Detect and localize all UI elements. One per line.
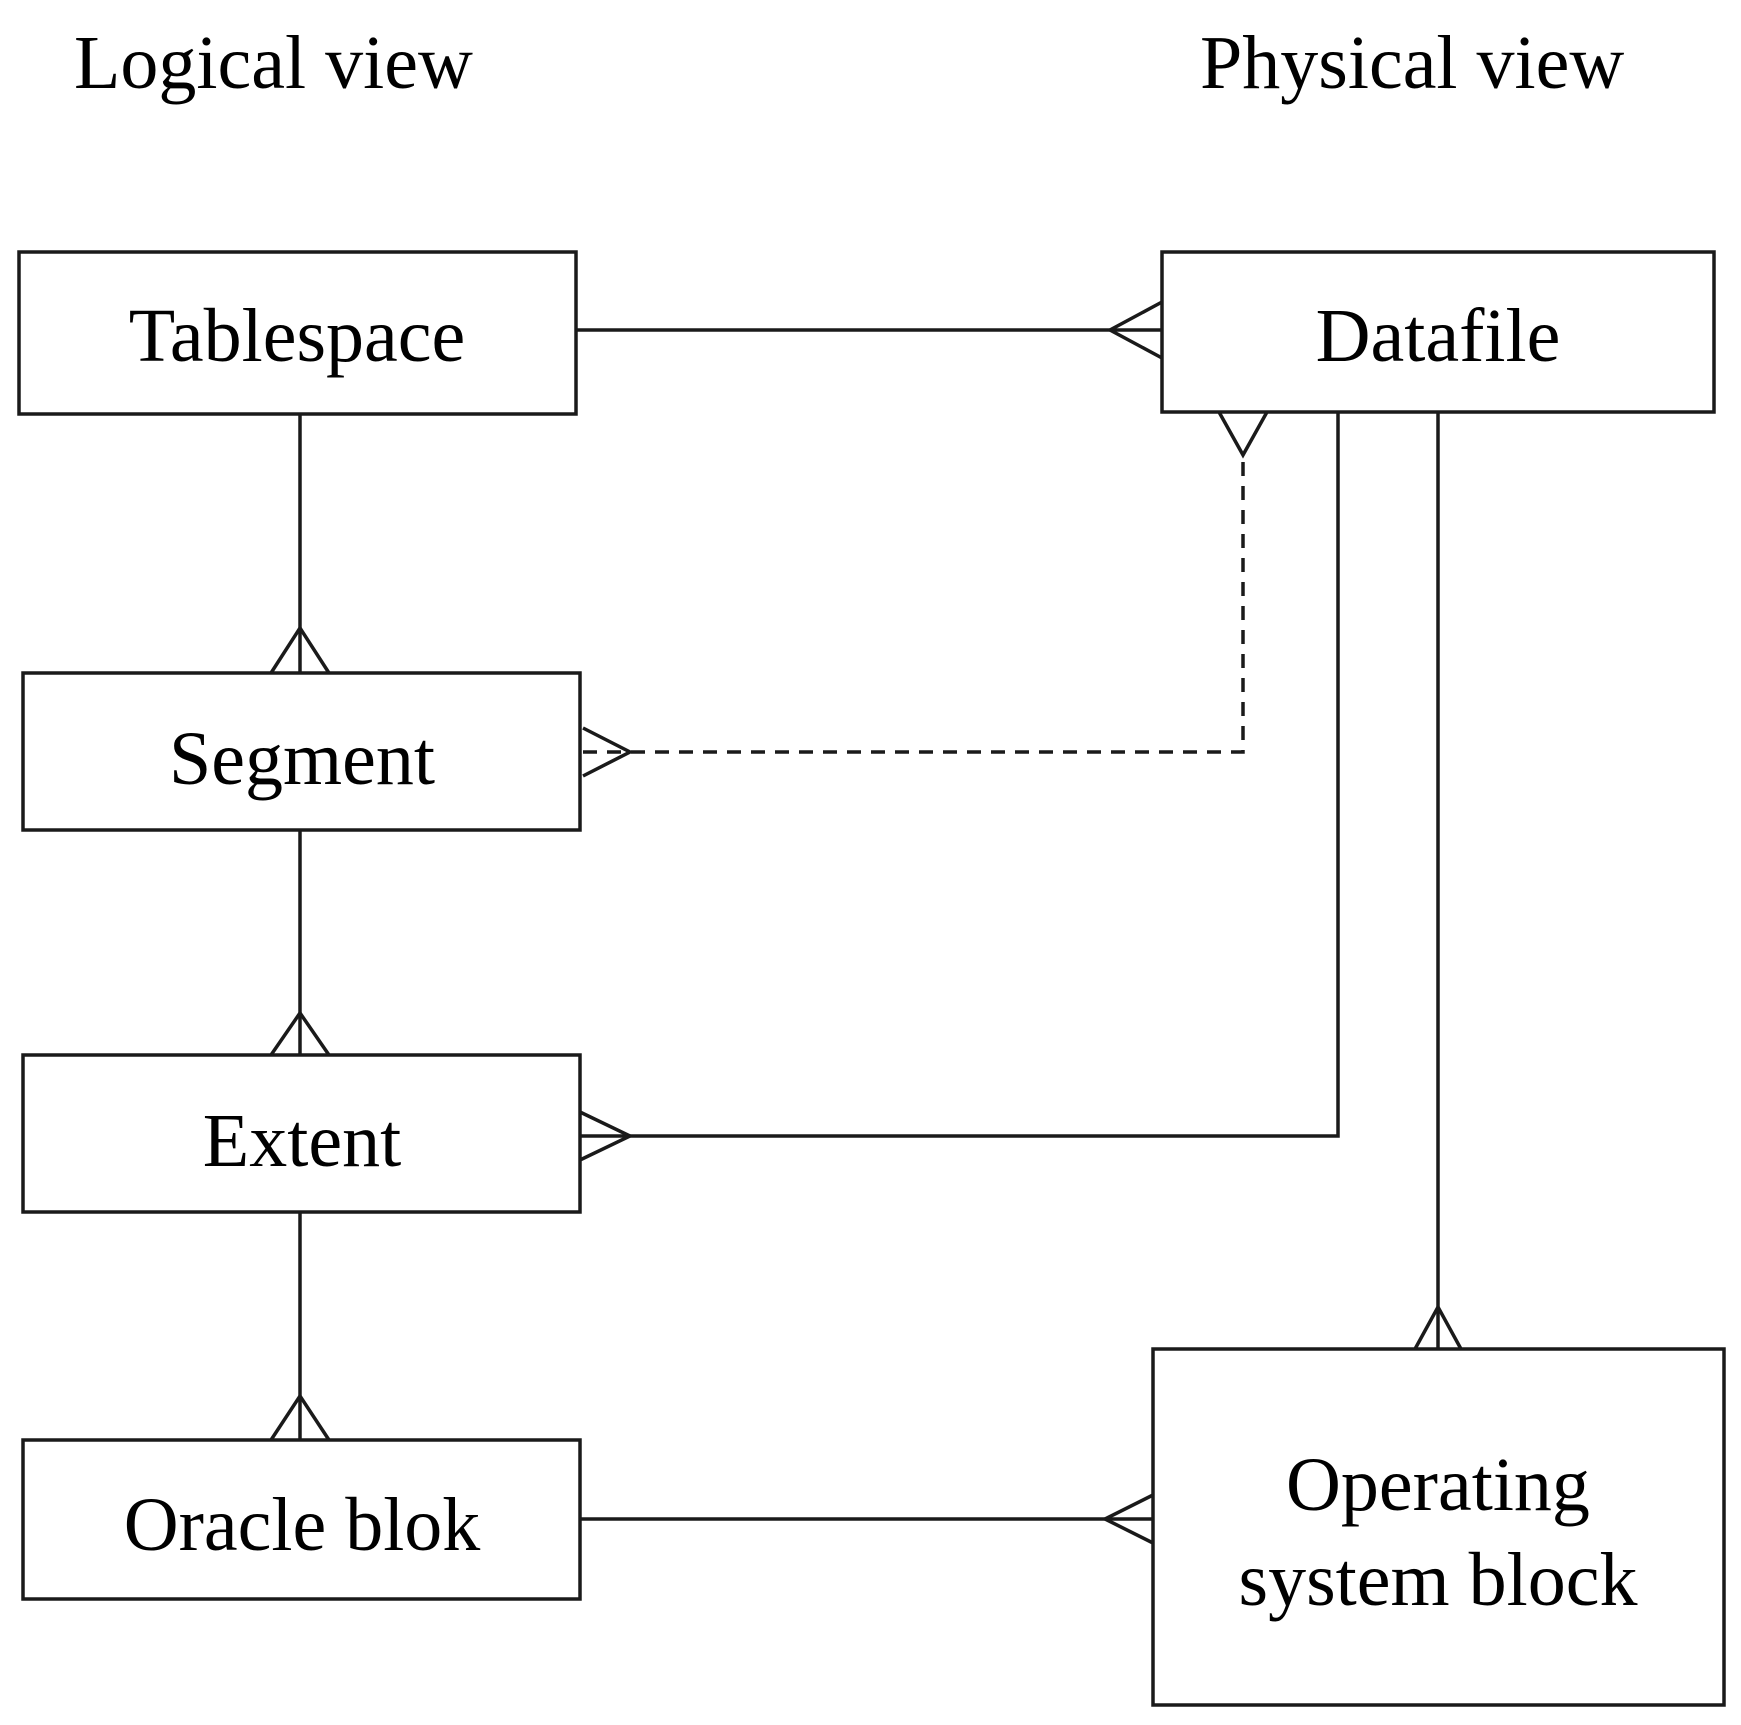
extent-side-crowfoot [579, 1110, 635, 1162]
oracle-block-label: Oracle blok [124, 1483, 481, 1567]
extent-box: Extent [21, 1053, 582, 1214]
datafile-extent-line [580, 412, 1340, 1138]
osblock-top-crowfoot [1413, 1303, 1463, 1350]
physical-view-heading: Physical view [1200, 21, 1624, 105]
extent-label: Extent [203, 1099, 401, 1183]
segment-label: Segment [169, 717, 435, 801]
datafile-crowfoot [1106, 300, 1163, 360]
extent-crowfoot [269, 1009, 331, 1056]
os-block-box: Operating system block [1151, 1347, 1726, 1707]
datafile-label: Datafile [1316, 294, 1561, 378]
oracleblock-crowfoot [269, 1392, 331, 1441]
connectors [269, 300, 1463, 1545]
segment-datafile-dashed-line [583, 455, 1245, 754]
tablespace-label: Tablespace [129, 294, 465, 378]
datafile-box: Datafile [1160, 250, 1716, 414]
segment-box: Segment [21, 671, 582, 832]
segment-side-crowfoot [582, 726, 634, 778]
oracle-block-box: Oracle blok [21, 1438, 582, 1601]
osblock-side-crowfoot [1101, 1493, 1154, 1545]
segment-crowfoot [269, 624, 331, 674]
os-block-label-line2: system block [1239, 1538, 1638, 1622]
tablespace-box: Tablespace [17, 250, 578, 416]
os-block-label-line1: Operating [1286, 1443, 1590, 1527]
logical-view-heading: Logical view [74, 21, 473, 105]
datafile-bottom-crowfoot [1217, 411, 1269, 459]
